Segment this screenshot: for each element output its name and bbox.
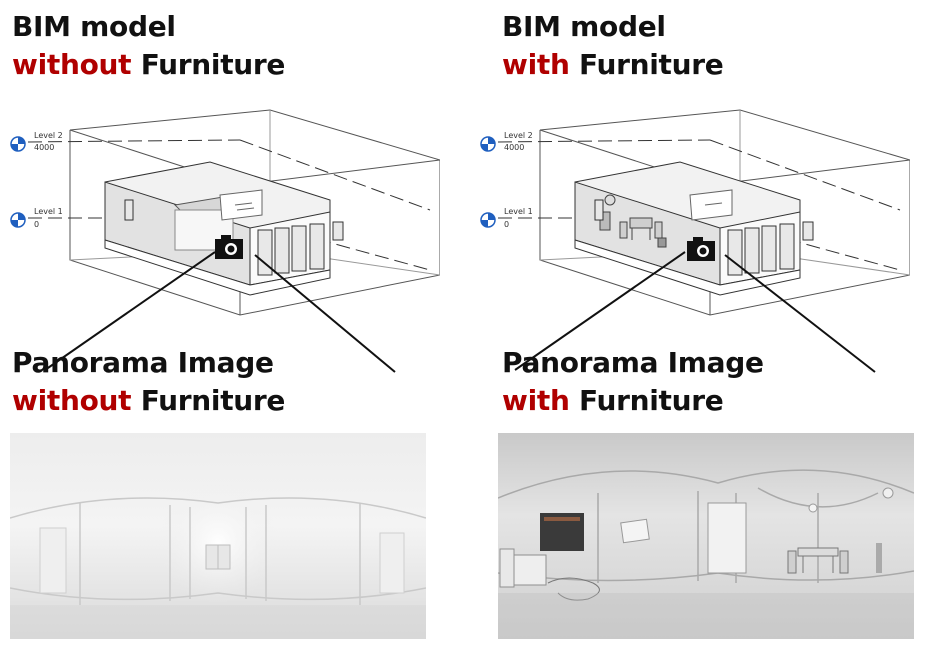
- right-level2-value: 4000: [504, 143, 524, 152]
- left-level1-name: Level 1: [34, 207, 63, 216]
- left-pano-key: without: [12, 384, 132, 417]
- right-bim-key: with: [502, 48, 570, 81]
- left-panorama-image: [10, 433, 426, 639]
- right-bim-rest: Furniture: [579, 48, 724, 81]
- left-camera-icon: [215, 235, 243, 259]
- left-pano-subtitle: without Furniture: [12, 382, 285, 420]
- left-bim-key: without: [12, 48, 132, 81]
- right-furniture: [599, 194, 667, 248]
- right-bim-subtitle: with Furniture: [502, 46, 724, 84]
- right-building: [574, 161, 814, 296]
- left-bim-subtitle: without Furniture: [12, 46, 285, 84]
- right-pano-subtitle: with Furniture: [502, 382, 764, 420]
- left-bim-heading: BIM model without Furniture: [12, 8, 285, 84]
- left-building: [104, 161, 344, 296]
- left-bim-title: BIM model: [12, 10, 176, 43]
- left-level2-name: Level 2: [34, 131, 63, 140]
- left-pano-title: Panorama Image: [12, 346, 274, 379]
- right-pano-heading: Panorama Image with Furniture: [502, 344, 764, 420]
- right-level1-marker-icon: [480, 212, 496, 228]
- right-camera-icon: [687, 237, 715, 261]
- right-pano-key: with: [502, 384, 570, 417]
- left-level1-value: 0: [34, 220, 39, 229]
- left-level1-marker-icon: [10, 212, 26, 228]
- left-level2-value: 4000: [34, 143, 54, 152]
- right-bim-heading: BIM model with Furniture: [502, 8, 724, 84]
- left-pano-rest: Furniture: [140, 384, 286, 417]
- left-bim-model-drawing: Level 2 4000 Level 1 0: [10, 109, 440, 373]
- left-level2-marker-icon: [10, 136, 26, 152]
- right-pano-rest: Furniture: [579, 384, 724, 417]
- right-bim-title: BIM model: [502, 10, 666, 43]
- right-panorama-image: [498, 433, 914, 639]
- left-pano-heading: Panorama Image without Furniture: [12, 344, 285, 420]
- left-bim-rest: Furniture: [140, 48, 286, 81]
- right-level1-value: 0: [504, 220, 509, 229]
- right-level2-marker-icon: [480, 136, 496, 152]
- right-bim-model-drawing: Level 2 4000 Level 1 0: [480, 109, 910, 373]
- right-level2-name: Level 2: [504, 131, 533, 140]
- right-pano-title: Panorama Image: [502, 346, 764, 379]
- right-level1-name: Level 1: [504, 207, 533, 216]
